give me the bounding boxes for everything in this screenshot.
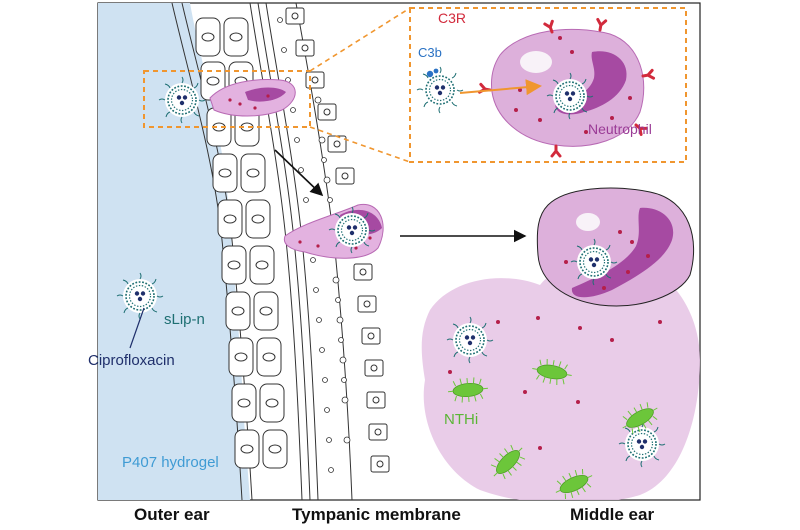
label-c3r: C3R <box>438 10 466 26</box>
zoom-line-top <box>309 7 411 72</box>
label-slip-n: sLip-n <box>164 311 205 328</box>
liposome-upper <box>158 76 206 124</box>
fibrous-layer <box>277 17 351 473</box>
legend-liposome <box>116 272 164 320</box>
label-c3b: C3b <box>418 45 442 60</box>
middle-ear-liposome-2 <box>618 420 666 468</box>
region-outer-ear: Outer ear <box>134 505 210 524</box>
migrating-neutrophil-upper <box>209 79 296 117</box>
migration-arrow <box>274 149 324 197</box>
mucosal-cells <box>285 7 390 473</box>
label-neutrophil: Neutrophil <box>588 121 652 137</box>
inset-liposome-internal <box>546 72 594 120</box>
inset-liposome-external <box>416 66 464 114</box>
region-tympanic-membrane: Tympanic membrane <box>292 505 461 524</box>
middle-ear-neutrophil <box>536 187 695 307</box>
uptake-arrow <box>459 79 542 96</box>
c3b-markers <box>426 68 439 78</box>
middle-ear-liposome-internal <box>570 238 618 286</box>
label-ciprofloxacin-text: Ciprofloxacin <box>88 352 175 369</box>
label-nthi: NTHi <box>444 411 478 428</box>
ciprofloxacin-pointer <box>129 307 145 349</box>
region-middle-ear: Middle ear <box>570 505 655 524</box>
liposome-mid <box>328 206 376 254</box>
highlight-box <box>143 70 311 128</box>
label-hydrogel: P407 hydrogel <box>122 454 219 471</box>
middle-ear-liposome-1 <box>446 316 494 364</box>
middle-ear-particles <box>448 316 662 450</box>
